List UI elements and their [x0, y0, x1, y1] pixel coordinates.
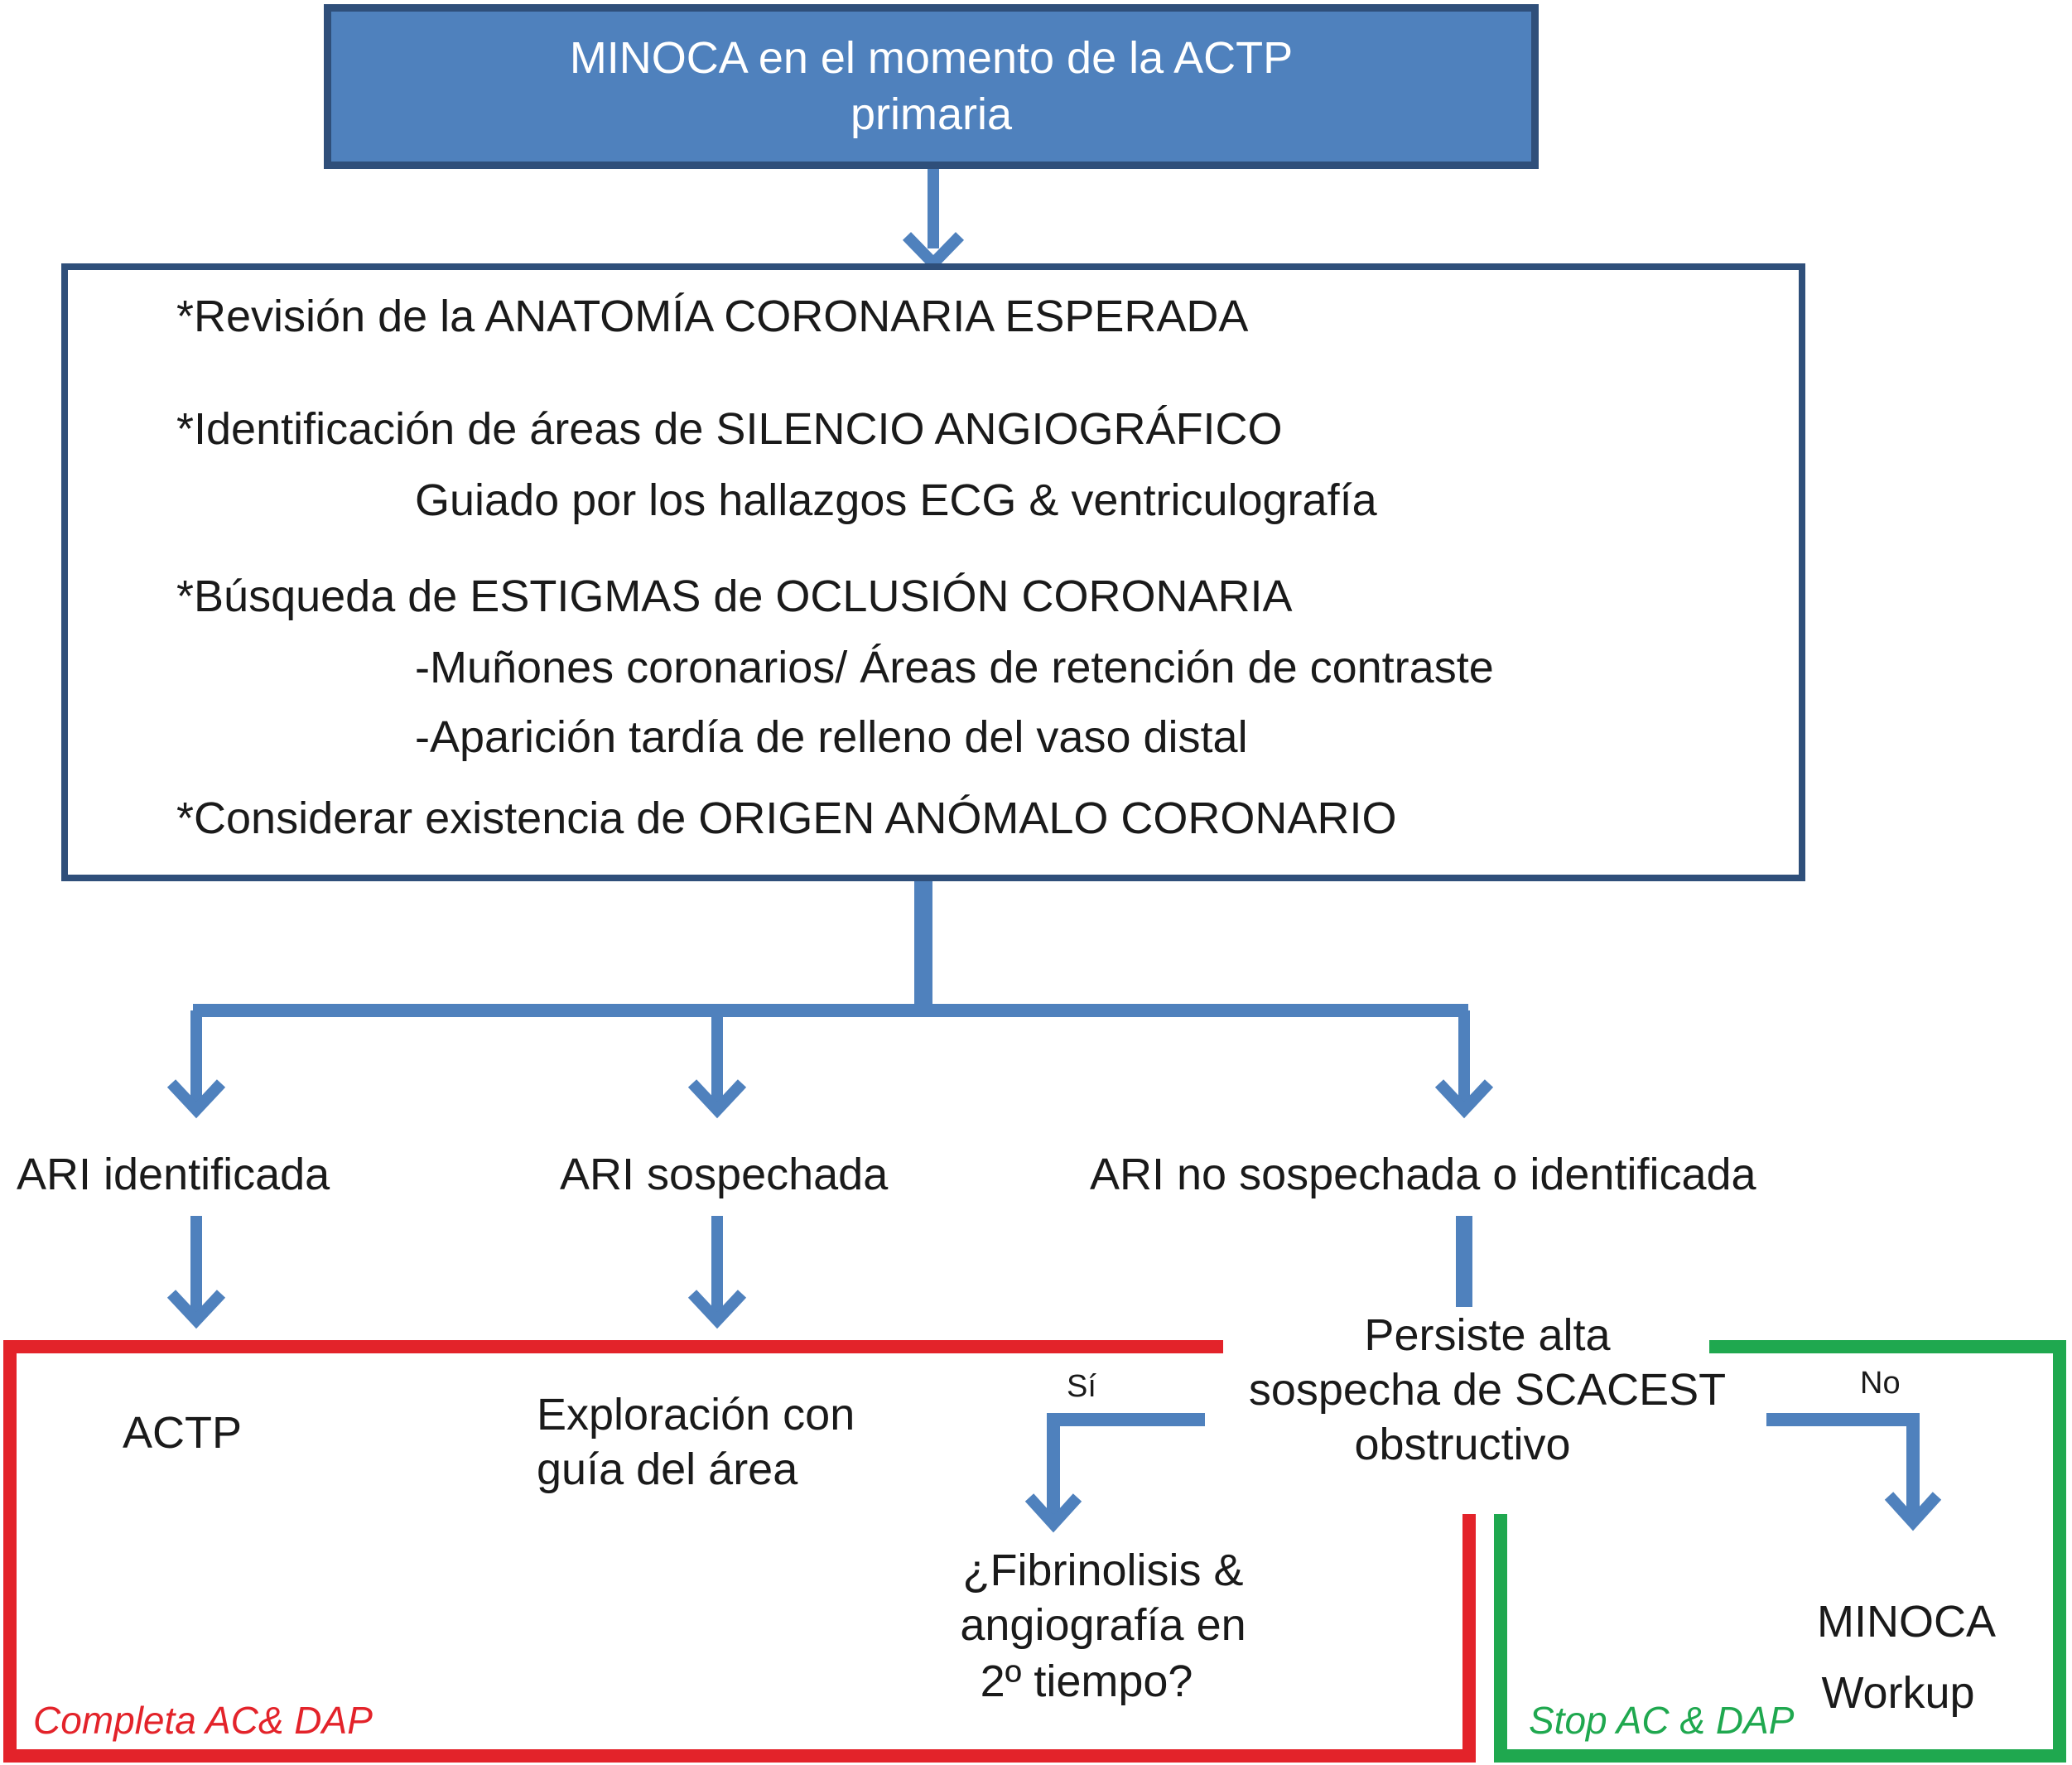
checklist-item-stigmas: *Búsqueda de ESTIGMAS de OCLUSIÓN CORONA… [176, 571, 1293, 621]
branch-ari-none: ARI no sospechada o identificada [1090, 1150, 1756, 1199]
checklist-subitem-late-filling: -Aparición tardía de relleno del vaso di… [415, 712, 1248, 762]
outcome-fibrinolysis-line2: angiografía en [960, 1600, 1246, 1650]
outcome-exploration-line2: guía del área [537, 1444, 798, 1494]
outcome-exploration-line1: Exploración con [537, 1390, 855, 1439]
branch-ari-suspected: ARI sospechada [560, 1150, 889, 1199]
decision-line3: obstructivo [1354, 1420, 1571, 1469]
arrowhead-branch-none [1434, 1079, 1494, 1119]
arrowhead-identified-to-actp [166, 1290, 226, 1329]
red-region-label: Completa AC& DAP [33, 1699, 373, 1742]
checklist-box [61, 263, 1805, 881]
arrowhead-branch-identified [166, 1079, 226, 1119]
start-box-line2: primaria [850, 89, 1013, 139]
connector-no-path [1766, 1413, 1920, 1519]
connectors [166, 169, 1942, 1533]
branch-ari-identified: ARI identificada [17, 1150, 330, 1199]
arrowhead-yes [1024, 1493, 1082, 1533]
checklist-item-silence: *Identificación de áreas de SILENCIO ANG… [176, 404, 1283, 454]
outcome-minoca-line2: Workup [1821, 1668, 1975, 1718]
start-box-line1: MINOCA en el momento de la ACTP [569, 33, 1294, 83]
decision-line1: Persiste alta [1364, 1310, 1611, 1360]
outcome-fibrinolysis-line1: ¿Fibrinolisis & [962, 1546, 1244, 1595]
outcome-minoca-line1: MINOCA [1817, 1597, 1996, 1647]
decision-line2: sospecha de SCACEST [1248, 1365, 1727, 1415]
no-label: No [1860, 1366, 1901, 1401]
connector-yes [1047, 1413, 1205, 1521]
green-region-label: Stop AC & DAP [1529, 1699, 1795, 1742]
arrowhead-suspected-to-exploration [687, 1290, 747, 1329]
checklist-item-anatomy: *Revisión de la ANATOMÍA CORONARIA ESPER… [176, 292, 1249, 341]
checklist-subitem-stumps: -Muñones coronarios/ Áreas de retención … [415, 643, 1494, 692]
arrowhead-no [1884, 1492, 1942, 1531]
checklist-subitem-ecg: Guiado por los hallazgos ECG & ventricul… [415, 475, 1377, 525]
arrowhead-branch-suspected [687, 1079, 747, 1119]
yes-label: Sí [1067, 1369, 1096, 1404]
outcome-fibrinolysis-line3: 2º tiempo? [980, 1656, 1193, 1706]
red-region-outline [3, 1340, 1476, 1763]
checklist-item-anomalous-origin: *Considerar existencia de ORIGEN ANÓMALO… [176, 793, 1397, 843]
green-region-outline [1494, 1340, 2066, 1763]
outcome-actp: ACTP [123, 1408, 243, 1458]
start-box: MINOCA en el momento de la ACTP primaria [324, 4, 1539, 169]
